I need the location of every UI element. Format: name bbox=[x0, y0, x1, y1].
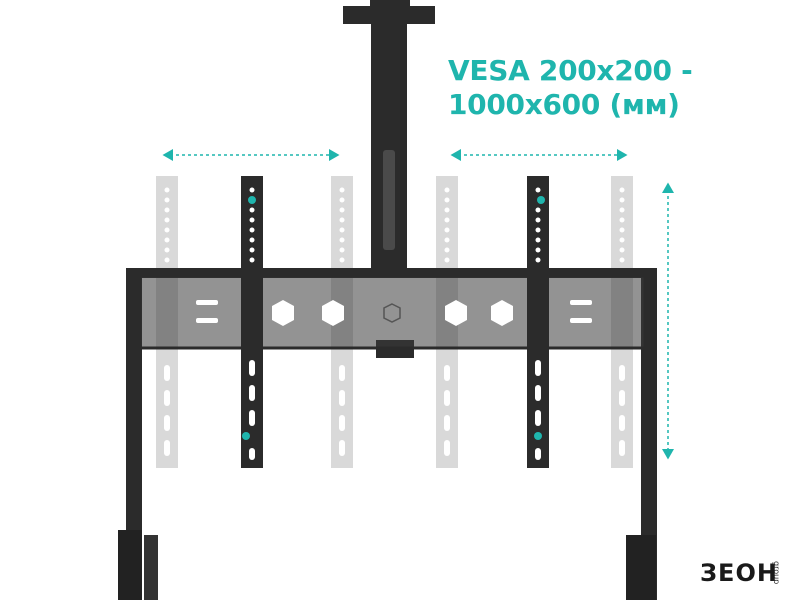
active-bracket-left bbox=[241, 176, 263, 468]
brand-logo: ЗЕОН group bbox=[700, 559, 790, 589]
brand-logo-sub: group bbox=[772, 561, 781, 585]
ghost-bracket-holes bbox=[164, 187, 625, 456]
brand-logo-text: ЗЕОН bbox=[700, 559, 778, 587]
ceiling-pole bbox=[343, 0, 435, 358]
vesa-caption-line2: 1000x600 (мм) bbox=[448, 88, 680, 121]
brand-mark-icon bbox=[383, 303, 401, 323]
cross-plate bbox=[126, 268, 657, 350]
left-floor-pole bbox=[118, 270, 158, 600]
right-floor-pole bbox=[626, 270, 657, 600]
vesa-caption: VESA 200x200 - 1000x600 (мм) bbox=[448, 54, 788, 122]
vesa-caption-line1: VESA 200x200 - bbox=[448, 54, 693, 87]
active-bracket-right bbox=[527, 176, 549, 468]
